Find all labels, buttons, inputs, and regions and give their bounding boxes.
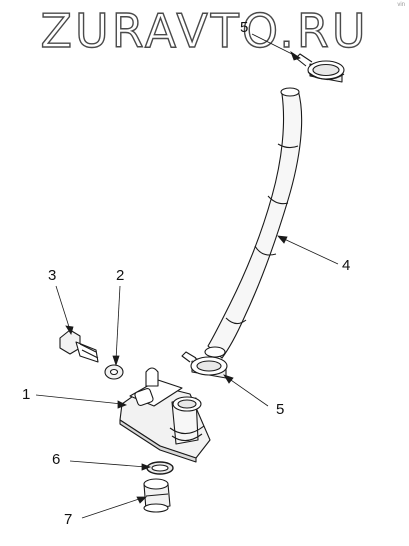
corner-mark: vin [397, 2, 405, 8]
arrow-2 [112, 355, 120, 367]
callout-3: 3 [48, 267, 57, 284]
seal-ring [146, 461, 174, 475]
union-nut [143, 478, 171, 513]
arrow-7 [136, 496, 147, 504]
leader-7 [81, 497, 143, 519]
leader-5-top [251, 33, 297, 57]
leader-1 [35, 394, 123, 405]
callout-4: 4 [342, 257, 351, 274]
coolant-hose [204, 87, 303, 359]
watermark-logo: ZURAVTO.RU [40, 3, 369, 58]
bracket-assembly [119, 367, 211, 463]
callout-5-top: 5 [240, 19, 249, 36]
leader-2 [115, 285, 121, 361]
arrow-5-top [290, 50, 301, 61]
bolt [59, 329, 99, 363]
callout-5-mid: 5 [276, 401, 285, 418]
callout-1: 1 [22, 386, 31, 403]
arrow-6 [141, 463, 152, 471]
arrow-3 [65, 325, 74, 335]
leader-4 [281, 237, 339, 265]
arrow-1 [117, 400, 127, 409]
leader-5-mid [227, 377, 269, 407]
top-clamp [295, 53, 345, 83]
washer [104, 364, 124, 380]
arrow-4 [277, 235, 288, 244]
leader-3 [55, 285, 71, 331]
leader-6 [69, 460, 147, 468]
callout-2: 2 [116, 267, 125, 284]
arrow-5-mid [223, 374, 234, 384]
callout-7: 7 [64, 511, 73, 528]
callout-6: 6 [52, 451, 61, 468]
